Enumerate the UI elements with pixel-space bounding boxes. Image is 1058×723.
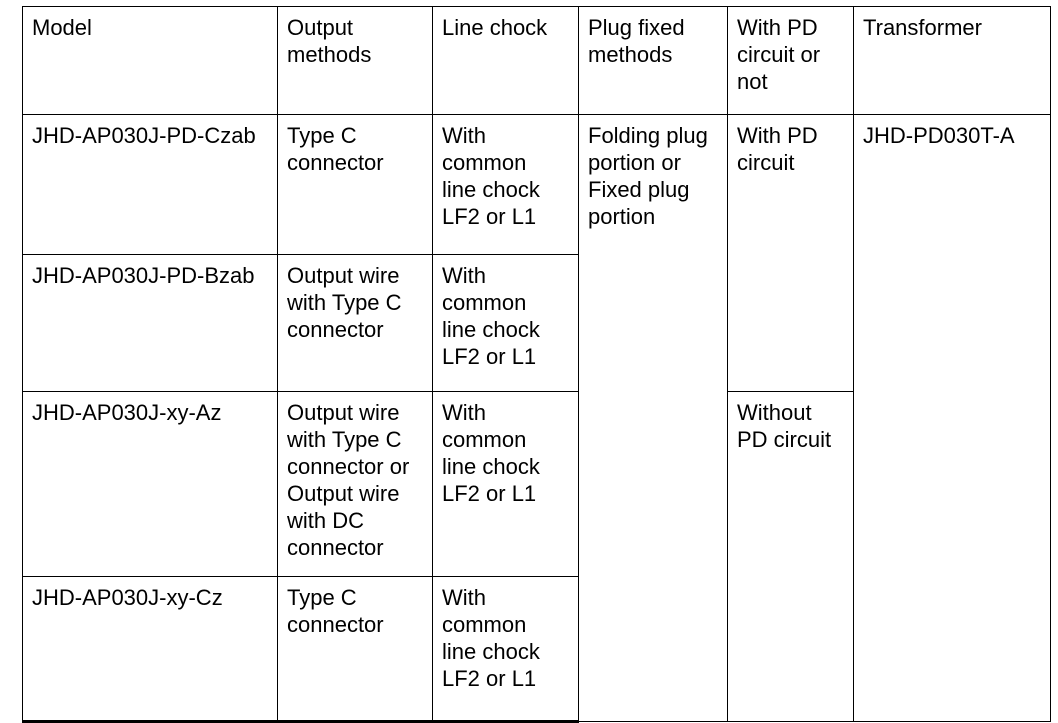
column-header-model: Model [22,6,278,115]
cell-output-methods-value: Type C connector [287,123,384,175]
column-header-model-label: Model [32,15,92,40]
cell-output-methods: Type C connector [277,576,433,723]
cell-without-pd-circuit-merged: Without PD circuit [727,391,854,722]
cell-plug-fixed-methods-value: Folding plug portion or Fixed plug porti… [588,123,708,229]
cell-output-methods-value: Output wire with Type C connector [287,263,402,342]
cell-without-pd-circuit-value: Without PD circuit [737,400,832,452]
column-header-line-chock: Line chock [432,6,579,115]
cell-with-pd-circuit-merged: With PD circuit [727,114,854,392]
cell-output-methods: Output wire with Type C connector [277,254,433,392]
cell-line-chock: With common line chock LF2 or L1 [432,114,579,255]
cell-model: JHD-AP030J-xy-Az [22,391,278,577]
cell-model: JHD-AP030J-PD-Bzab [22,254,278,392]
cell-line-chock: With common line chock LF2 or L1 [432,391,579,577]
cell-model: JHD-AP030J-xy-Cz [22,576,278,723]
cell-output-methods: Output wire with Type C connector or Out… [277,391,433,577]
column-header-plug-fixed-methods: Plug fixed methods [578,6,728,115]
cell-output-methods-value: Type C connector [287,585,384,637]
table-header-row: Model Output methods Line chock Plug fix… [22,6,1051,115]
cell-model-value: JHD-AP030J-xy-Az [32,400,222,425]
cell-line-chock: With common line chock LF2 or L1 [432,576,579,723]
cell-line-chock-value: With common line chock LF2 or L1 [442,400,540,506]
model-specification-table: Model Output methods Line chock Plug fix… [22,6,1051,723]
cell-model-value: JHD-AP030J-PD-Czab [32,123,256,148]
cell-transformer-merged: JHD-PD030T-A [853,114,1051,722]
cell-line-chock: With common line chock LF2 or L1 [432,254,579,392]
column-header-line-chock-label: Line chock [442,15,548,40]
cell-output-methods-value: Output wire with Type C connector or Out… [287,400,410,560]
cell-output-methods: Type C connector [277,114,433,255]
cell-model: JHD-AP030J-PD-Czab [22,114,278,255]
cell-model-value: JHD-AP030J-PD-Bzab [32,263,255,288]
column-header-transformer-label: Transformer [863,15,982,40]
cell-line-chock-value: With common line chock LF2 or L1 [442,123,540,229]
cell-transformer-value: JHD-PD030T-A [863,123,1015,148]
column-header-transformer: Transformer [853,6,1051,115]
cell-plug-fixed-methods-merged: Folding plug portion or Fixed plug porti… [578,114,728,722]
cell-model-value: JHD-AP030J-xy-Cz [32,585,223,610]
column-header-plug-fixed-methods-label: Plug fixed methods [588,15,685,67]
cell-line-chock-value: With common line chock LF2 or L1 [442,585,540,691]
column-header-output-methods: Output methods [277,6,433,115]
cell-with-pd-circuit-value: With PD circuit [737,123,818,175]
cell-line-chock-value: With common line chock LF2 or L1 [442,263,540,369]
column-header-output-methods-label: Output methods [287,15,372,67]
table-row: JHD-AP030J-PD-Czab Type C connector With… [22,114,1051,722]
table-row: JHD-AP030J-PD-Bzab Output wire with Type… [22,254,1051,392]
specification-table-container: Model Output methods Line chock Plug fix… [22,6,1051,723]
column-header-with-pd-circuit-or-not-label: With PD circuit or not [737,15,821,94]
column-header-with-pd-circuit-or-not: With PD circuit or not [727,6,854,115]
